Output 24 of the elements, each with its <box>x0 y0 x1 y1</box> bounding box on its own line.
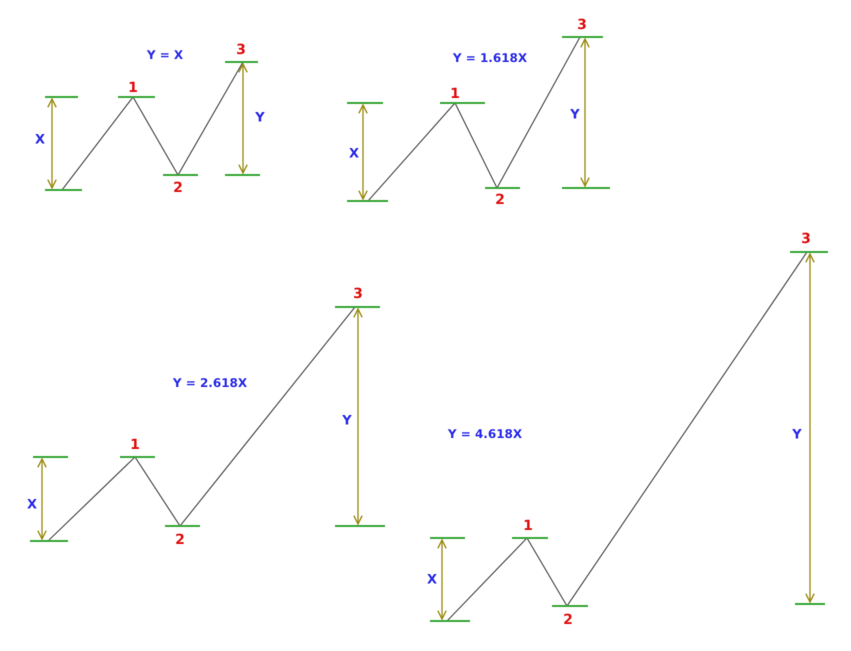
point-number: 1 <box>128 81 138 95</box>
ratio-formula: Y = X <box>146 49 184 61</box>
dimension-label: Y <box>255 112 265 124</box>
point-number: 1 <box>130 438 140 452</box>
point-number: 2 <box>495 193 505 207</box>
point-number: 3 <box>236 43 246 57</box>
point-number: 3 <box>353 287 363 301</box>
dimension-label: Y <box>792 428 802 442</box>
point-number: 3 <box>801 232 811 246</box>
point-number: 2 <box>173 181 183 195</box>
point-number: 1 <box>450 87 460 101</box>
point-number: 3 <box>577 18 587 32</box>
ratio-formula: Y = 4.618X <box>448 428 522 440</box>
ratio-formula: Y = 2.618X <box>172 377 248 389</box>
ratio-formula: Y = 1.618X <box>452 52 528 64</box>
dimension-label: X <box>426 574 438 586</box>
point-number: 2 <box>175 533 185 547</box>
point-number: 2 <box>563 613 573 627</box>
dimension-label: X <box>26 498 38 512</box>
point-number: 1 <box>523 519 533 533</box>
dimension-label: Y <box>570 108 580 122</box>
dimension-label: X <box>348 148 360 160</box>
dimension-label: X <box>34 134 46 146</box>
dimension-label: Y <box>342 414 352 428</box>
